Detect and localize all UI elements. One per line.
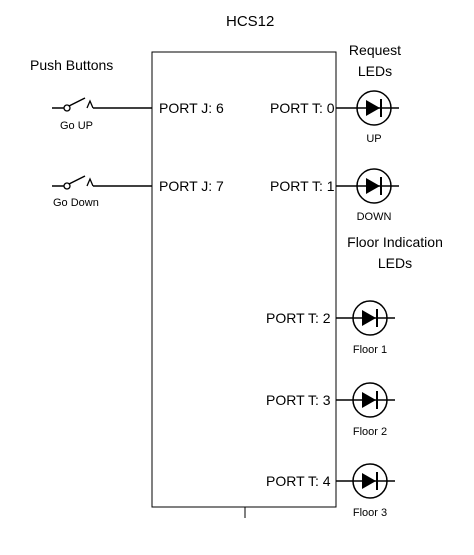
go-up-switch-icon [52, 97, 152, 112]
push-buttons-heading: Push Buttons [30, 57, 114, 73]
port-t1-label: PORT T: 1 [270, 178, 335, 194]
request-leds-heading-line2: LEDs [357, 63, 393, 79]
led-floor-3-icon [336, 463, 395, 499]
request-leds-heading-line1: Request [348, 42, 402, 58]
go-up-label: Go UP [60, 120, 94, 132]
floor-1-label: Floor 1 [352, 344, 388, 356]
led-down-icon [336, 168, 399, 204]
floor-2-label: Floor 2 [352, 426, 388, 438]
port-t4-label: PORT T: 4 [266, 473, 331, 489]
chip-title: HCS12 [226, 13, 275, 30]
led-up-label: UP [366, 133, 382, 145]
hcs12-chip-body [151, 51, 337, 508]
port-t2-label: PORT T: 2 [266, 310, 331, 326]
floor-leds-heading-line2: LEDs [377, 255, 413, 271]
led-floor-2-icon [336, 382, 395, 418]
port-t3-label: PORT T: 3 [266, 392, 331, 408]
port-j7-label: PORT J: 7 [159, 178, 224, 194]
go-down-switch-icon [52, 175, 152, 190]
go-down-label: Go Down [53, 197, 99, 209]
floor-3-label: Floor 3 [352, 507, 388, 519]
led-up-icon [336, 90, 399, 126]
led-down-label: DOWN [356, 211, 392, 223]
port-t0-label: PORT T: 0 [270, 100, 335, 116]
port-j6-label: PORT J: 6 [159, 100, 224, 116]
floor-leds-heading-line1: Floor Indication [347, 234, 443, 250]
led-floor-1-icon [336, 300, 395, 336]
